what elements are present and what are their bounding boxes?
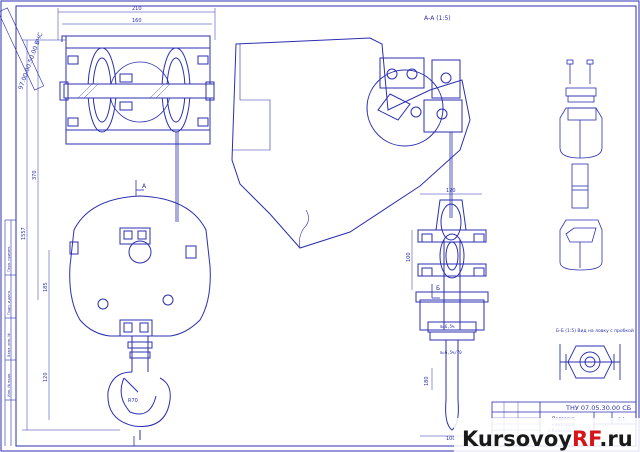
vertical-dimensions <box>22 39 120 431</box>
dim-pulley-text: m=6,5%/70 <box>440 350 462 355</box>
dim-vertical-c: 120 <box>43 372 49 382</box>
dim-top-width: 210 <box>132 6 142 12</box>
top-view-pulley-block <box>57 8 216 222</box>
title-designation: ТНУ 07.05.30.00 СБ <box>565 404 631 412</box>
section-marker-b <box>431 284 440 299</box>
site-watermark: KursovoyRF.ru <box>454 418 640 452</box>
dim-vertical-b: 185 <box>43 282 49 292</box>
margin-label: Перв. примен. <box>7 246 11 272</box>
dim-radius: R70 <box>128 398 138 404</box>
section-marker-a <box>133 180 144 446</box>
dim-r-small: m=6,5% <box>440 324 455 329</box>
detail-bolts-nuts <box>559 59 603 271</box>
watermark-accent: RF <box>572 427 601 451</box>
margin-label: Взам. инв. № <box>7 333 11 357</box>
watermark-brand: Kursovoy <box>462 427 572 451</box>
inner-frame <box>15 5 637 447</box>
dim-right-bottom: 100 <box>446 436 456 442</box>
dim-vertical-total: 1557 <box>21 227 27 240</box>
hook-block-front <box>69 195 211 440</box>
margin-label: Подп. и дата <box>7 291 11 315</box>
hook-block-side <box>411 193 489 437</box>
margin-label: Инв. № подл. <box>7 373 11 397</box>
dim-vertical-a: 370 <box>32 170 38 180</box>
marker-b-text: Б <box>436 285 440 292</box>
dim-right-low: 180 <box>424 376 430 386</box>
section-bb-title: Б-Б (1:5) Вид на ловку с пробкой <box>556 327 634 334</box>
left-margin-strip: Перв. примен. Подп. и дата Взам. инв. № … <box>4 219 16 446</box>
section-aa-title: А-А (1:5) <box>424 15 451 22</box>
svg-text:KursovoyRF.ru: KursovoyRF.ru <box>462 427 633 451</box>
dim-top-inner: 160 <box>132 18 142 24</box>
section-aa-view <box>231 37 471 249</box>
watermark-suffix: .ru <box>599 427 632 451</box>
dim-right-width: 120 <box>446 188 456 194</box>
dim-right-height: 100 <box>406 252 412 262</box>
marker-a-text: А <box>142 183 147 190</box>
section-bb-view <box>559 344 621 380</box>
